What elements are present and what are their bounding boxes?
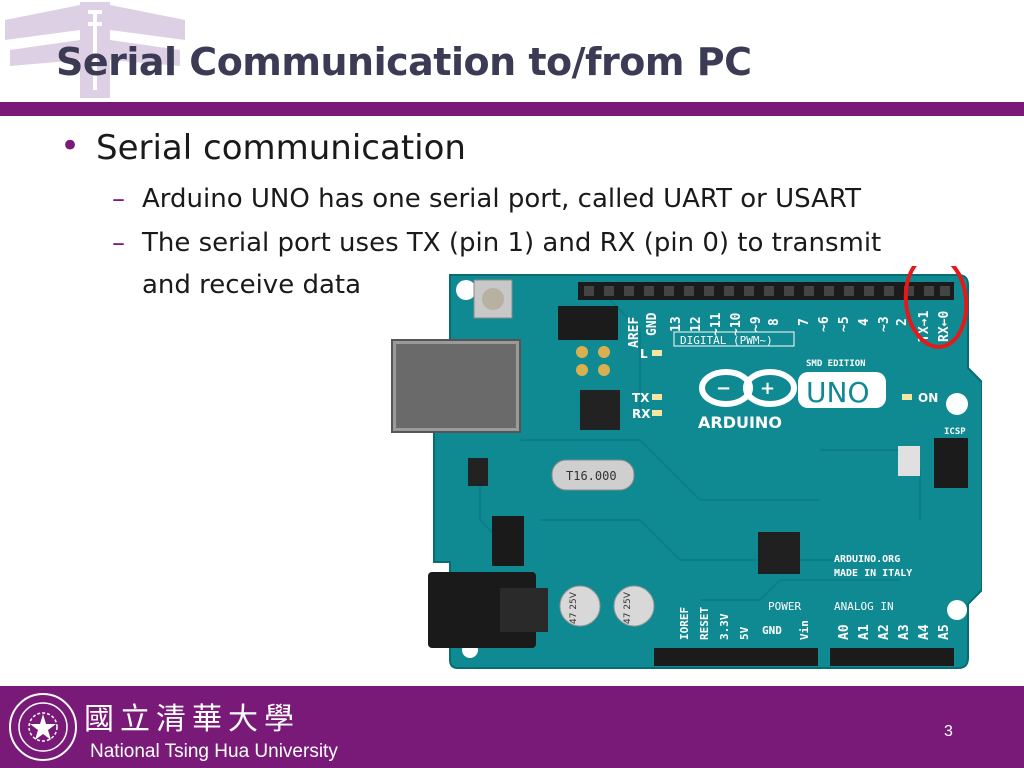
pin-label-rx: RX←0: [937, 311, 952, 342]
footer-bar: [0, 686, 1024, 768]
led-label-on: ON: [918, 391, 938, 405]
icsp-label: ICSP: [944, 427, 966, 437]
analog-pin-label: A3: [897, 624, 912, 640]
pin-label: ~3: [877, 316, 892, 332]
power-pin-label: GND: [762, 624, 782, 637]
university-name-english: National Tsing Hua University: [90, 741, 338, 762]
analog-pin-label: A4: [917, 624, 932, 640]
analog-pin-label: A0: [837, 624, 852, 640]
pin-label: 8: [767, 318, 782, 326]
svg-text:+: +: [760, 378, 775, 399]
university-name-chinese: 國立清華大學: [84, 702, 300, 737]
analog-pin-label: A5: [937, 624, 952, 640]
capacitor: [613, 585, 655, 627]
pin-label: 13: [669, 316, 684, 332]
pin-label: ~9: [749, 316, 764, 332]
arduino-uno-board-image: AREF GND 13 12 ~11 ~10 ~9 8 7 ~6 ~5 4 ~3…: [391, 266, 982, 669]
power-pin-label: IOREF: [678, 607, 691, 640]
pin-label: 4: [857, 318, 872, 326]
sub-bullet-text: and receive data: [142, 270, 362, 300]
power-header: [654, 648, 818, 666]
model-label: UNO: [806, 376, 869, 409]
pin-label: ~11: [709, 312, 724, 336]
site-label: ARDUINO.ORG: [834, 554, 900, 565]
power-header-label: POWER: [768, 600, 801, 613]
dash-icon: –: [112, 184, 125, 214]
title-divider: [0, 102, 1024, 116]
page-number: 3: [944, 723, 953, 740]
led-label-rx: RX: [632, 407, 651, 421]
arduino-infinity-logo-icon: [699, 369, 753, 407]
pin-label: ~5: [837, 316, 852, 332]
pin-label: GND: [645, 312, 660, 336]
mounting-hole: [456, 280, 476, 300]
sub-bullet-text: The serial port uses TX (pin 1) and RX (…: [142, 228, 882, 258]
pin-label: 2: [895, 318, 910, 326]
power-pin-label: RESET: [698, 607, 711, 640]
pin-label-tx: TX→1: [917, 311, 932, 342]
analog-pin-label: A1: [857, 624, 872, 640]
pin-label: 12: [689, 316, 704, 332]
crystal: [551, 459, 635, 491]
power-pin-label: 3.3V: [718, 613, 731, 640]
led-label-l: L: [640, 347, 648, 361]
capacitor: [559, 585, 601, 627]
svg-text:−: −: [716, 378, 731, 399]
slide-title: Serial Communication to/from PC: [56, 40, 752, 84]
capacitor-label: 47 25V: [569, 591, 579, 624]
power-pin-label: 5V: [738, 626, 751, 640]
dash-icon: –: [112, 228, 125, 258]
university-seal-icon: [9, 693, 77, 761]
digital-header-label: DIGITAL (PWM~): [680, 334, 773, 347]
voltage-regulator: [492, 516, 524, 566]
atmega-chip: [758, 532, 800, 574]
led-label-tx: TX: [632, 391, 650, 405]
crystal-label: T16.000: [566, 469, 617, 483]
icsp-header: [934, 438, 968, 488]
pin-label: 7: [797, 318, 812, 326]
icsp2-header: [558, 306, 618, 340]
bullet-text: Serial communication: [96, 128, 466, 168]
power-pin-label: Vin: [798, 620, 811, 640]
bullet-dot-icon: •: [60, 126, 81, 166]
edition-label: SMD EDITION: [806, 359, 866, 369]
brand-label: ARDUINO: [698, 413, 782, 432]
mounting-hole: [947, 600, 967, 620]
pin-label: ~10: [729, 312, 744, 336]
made-in-label: MADE IN ITALY: [834, 568, 912, 579]
usb-chip: [580, 390, 620, 430]
analog-header-label: ANALOG IN: [834, 600, 894, 613]
analog-pin-label: A2: [877, 624, 892, 640]
pin-label: AREF: [627, 317, 642, 348]
mounting-hole: [946, 393, 968, 415]
university-logo-icon: [5, 2, 185, 98]
sub-bullet-text: Arduino UNO has one serial port, called …: [142, 184, 861, 214]
capacitor-label: 47 25V: [623, 591, 633, 624]
tx-rx-highlight-circle: [903, 266, 969, 349]
pin-label: ~6: [817, 316, 832, 332]
analog-header: [830, 648, 954, 666]
